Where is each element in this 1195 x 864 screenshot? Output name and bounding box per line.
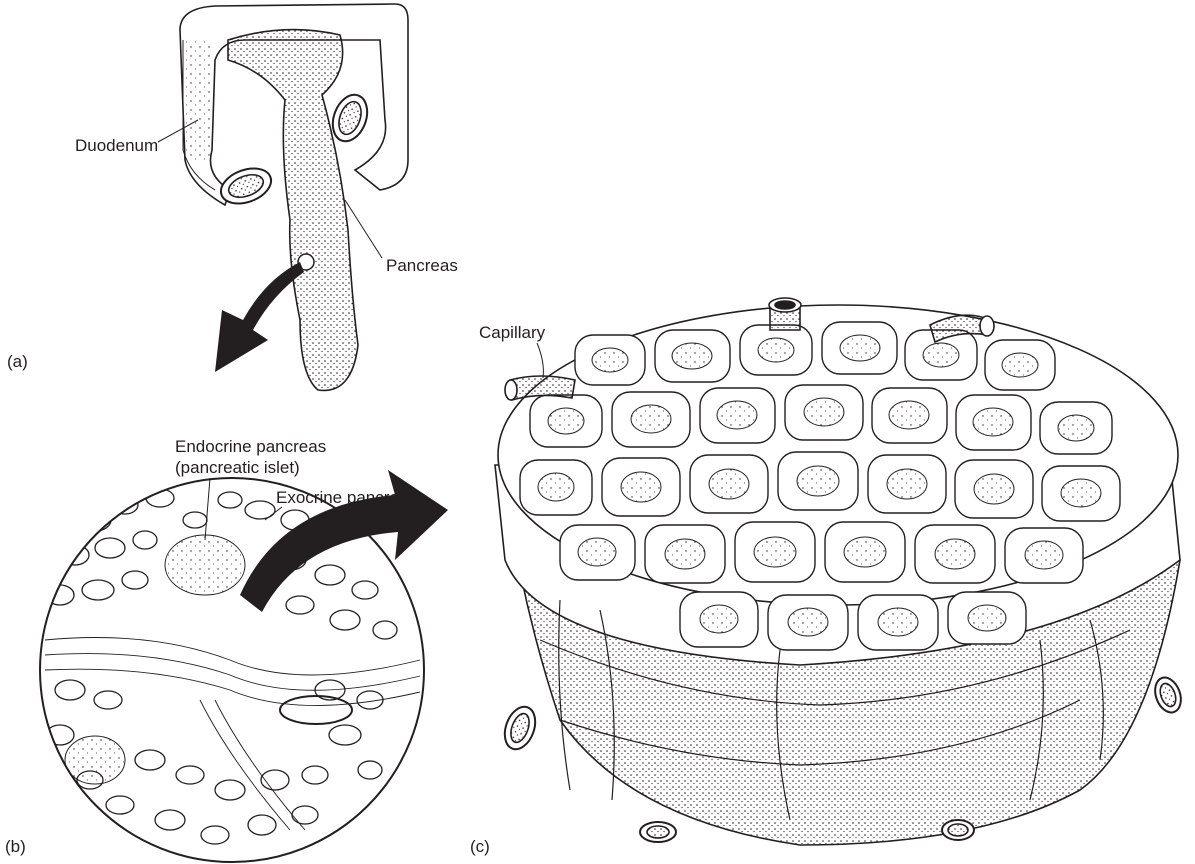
label-panel-a: (a): [7, 352, 28, 371]
label-endocrine-line1: Endocrine pancreas: [175, 437, 326, 456]
label-pancreas: Pancreas: [386, 256, 458, 275]
label-endocrine-line2: (pancreatic islet): [175, 458, 300, 477]
islet-upper: [165, 535, 245, 595]
label-panel-c: (c): [470, 837, 490, 856]
label-capillary: Capillary: [479, 323, 546, 342]
islet-lower: [65, 736, 125, 784]
label-duodenum: Duodenum: [75, 136, 158, 155]
panel-c-islet-block: [495, 298, 1185, 845]
label-panel-b: (b): [5, 837, 26, 856]
panel-a-illustration: [158, 4, 408, 390]
label-exocrine: Exocrine pancreas: [276, 488, 417, 507]
arrow-a-to-b: [215, 262, 304, 372]
